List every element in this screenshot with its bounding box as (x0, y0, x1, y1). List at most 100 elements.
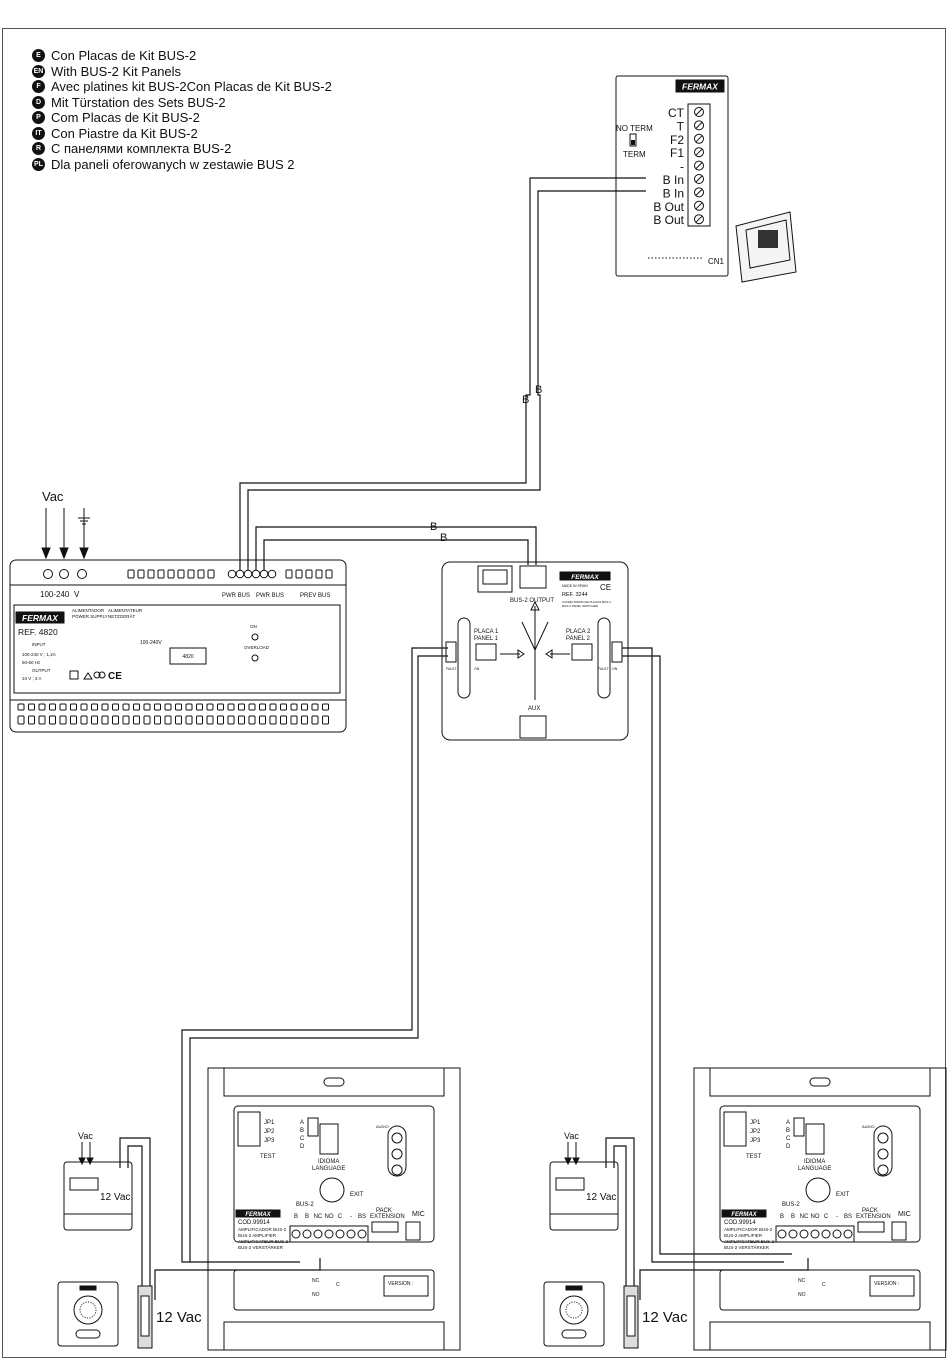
amp-brand-bg (235, 1209, 281, 1218)
amp-mic-label: MIC (412, 1211, 425, 1218)
amp-language-selector (307, 1117, 319, 1137)
ps-vent-slot (280, 703, 287, 711)
ps-ce: CE (108, 671, 122, 682)
amp-pack-connector (371, 1221, 399, 1233)
amp-desc-line: AMPLIFICATEUR BUS-2 (724, 1239, 775, 1244)
language-badge-icon: F (32, 80, 45, 94)
language-badge-icon: PL (32, 157, 45, 171)
ps-vent-slot (17, 715, 25, 725)
monitor-switch-top: NO TERM (616, 124, 653, 133)
ps-vent-slot (80, 703, 88, 711)
amp-pot-icon (391, 1164, 403, 1176)
ps-input-rating: 100-240 V ; 1,2A (22, 652, 56, 657)
sw-ref: REF. 3244 (562, 592, 588, 598)
ps-vent-slot (285, 569, 293, 579)
diagram-frame (2, 28, 946, 1358)
amp-desc-line: BUS-2 AMPLIFIER (724, 1233, 763, 1238)
amp-jumper-label: JP2 (264, 1129, 275, 1135)
terminal-screw-icon (694, 200, 704, 211)
amp-housing (693, 1067, 947, 1351)
amp-no-label: NO (798, 1292, 806, 1298)
ps-vent-slot (185, 715, 193, 725)
amp-c-label: C (336, 1282, 340, 1288)
ps-vent-slot (28, 715, 35, 725)
monitor-terminal-label: F1 (670, 146, 684, 160)
lock-supply-left-rating: 12 Vac (100, 1192, 130, 1203)
amp-slot (809, 1077, 831, 1087)
amp-terminal-label: BS (844, 1214, 852, 1220)
door-panel-right (543, 1281, 605, 1347)
amp-pot-icon (877, 1132, 889, 1144)
amp-mic-connector (891, 1221, 907, 1241)
amp-extension-label: EXTENSION (856, 1214, 891, 1220)
ps-vent-slot (325, 569, 333, 579)
amp-terminal-screw-icon (346, 1229, 356, 1239)
ps-vent-slot (112, 715, 119, 725)
monitor-switch-bottom: TERM (623, 150, 646, 159)
ps-vent-slot (197, 569, 205, 579)
amp-housing-bottom-lip (709, 1321, 931, 1350)
amp-exit-label: EXIT (350, 1192, 364, 1198)
amp-nc-label: NC (798, 1278, 806, 1284)
door-panel-left (57, 1281, 119, 1347)
amp-relay-board (719, 1269, 921, 1311)
amp-version-label: VERSION : (874, 1281, 899, 1287)
amp-jumper-label: JP3 (264, 1138, 275, 1144)
amp-slot (323, 1077, 345, 1087)
ps-output: OUTPUT (32, 668, 51, 673)
amp-code: COD.99914 (238, 1220, 270, 1226)
amp-terminal-label: B (780, 1214, 784, 1220)
amp-terminal-label: C (338, 1214, 343, 1220)
amp-brand: FERMAX (731, 1212, 757, 1218)
amp-terminal-screw-icon (799, 1229, 809, 1239)
bus-wires (119, 177, 809, 1300)
amp-terminal-screw-icon (313, 1229, 323, 1239)
ps-vent-slot (17, 703, 25, 711)
ps-vent-slot (259, 703, 266, 711)
legend-text: Con Placas de Kit BUS-2 (51, 48, 197, 63)
language-badge-icon: D (32, 95, 45, 109)
amp-speaker-icon (805, 1177, 831, 1203)
ps-vent-slot (91, 703, 98, 711)
ps-vent-slot (59, 703, 67, 711)
lock-supply-right: Vac 12 Vac (549, 1131, 619, 1231)
terminal-screw-icon (694, 147, 704, 158)
amp-desc-line: BUS-2 AMPLIFIER (238, 1233, 277, 1238)
amp-terminal-screw-icon (302, 1229, 312, 1239)
ps-vent-slot (301, 703, 308, 711)
ps-vent-slot (164, 715, 172, 725)
ps-vent-slot (322, 715, 329, 725)
ps-vent-slot (101, 703, 109, 711)
amp-language-selector (793, 1117, 805, 1137)
amp-bus2-label: BUS-2 (296, 1202, 314, 1208)
sw-bus2-output: BUS-2 OUTPUT (510, 598, 554, 604)
terminal-screw-icon (694, 187, 704, 198)
bus-label-3: B (430, 521, 437, 533)
terminal-screw-icon (694, 133, 704, 144)
ps-vent-slot (217, 703, 224, 711)
mains-arrows: Vac (41, 489, 90, 560)
ps-vent-slot (28, 703, 35, 711)
amp-terminal-block (775, 1225, 855, 1243)
amp-terminal-screw-icon (843, 1229, 853, 1239)
ps-input-label: 100-240 (40, 590, 70, 599)
amp-language-letter: A (300, 1120, 304, 1126)
monitor-terminal-label: F2 (670, 133, 684, 147)
terminal-screw-icon (694, 214, 704, 225)
amp-desc-line: AMPLIFICATEUR BUS-2 (238, 1239, 289, 1244)
language-badge-icon: E (32, 49, 45, 63)
monitor-terminal-label: B In (663, 186, 684, 200)
ps-vent-slot (133, 715, 140, 725)
sw-fault-2: FAULT (598, 667, 609, 671)
ps-vent-slot (196, 715, 203, 725)
ps-mains-screw-icon (59, 569, 69, 579)
ps-model: 4820 (182, 654, 193, 660)
ps-ref: REF. 4820 (18, 627, 58, 637)
ps-bus-screw-icon (235, 569, 245, 579)
sw-brand: FERMAX (571, 574, 599, 581)
amp-terminal-label: B (305, 1214, 309, 1220)
amp-mic-label: MIC (898, 1211, 911, 1218)
